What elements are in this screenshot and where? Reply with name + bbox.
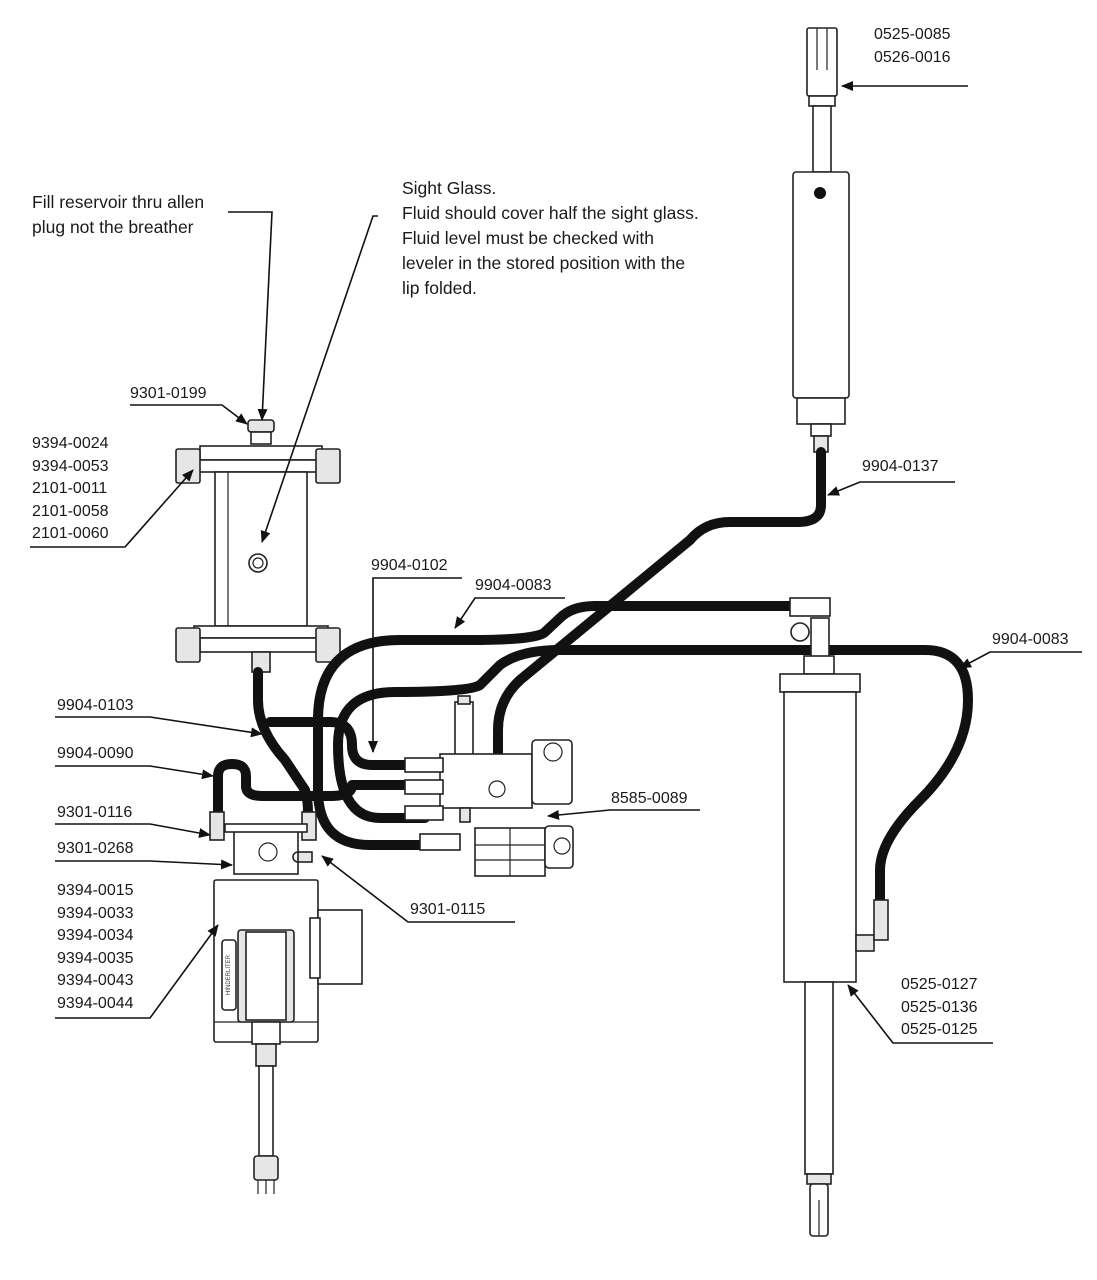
label-hose-a: 9904-0083 bbox=[475, 575, 552, 598]
part-number: 9394-0015 bbox=[57, 882, 134, 899]
label-breather: 9301-0199 bbox=[130, 383, 207, 406]
sight-glass-line: lip folded. bbox=[402, 278, 477, 298]
part-number: 0526-0016 bbox=[874, 48, 951, 66]
part-number: 9394-0053 bbox=[32, 457, 109, 475]
part-number: 9394-0044 bbox=[57, 994, 134, 1012]
reservoir bbox=[175, 419, 341, 673]
part-number: 2101-0011 bbox=[32, 480, 108, 497]
label-bottom-cylinder: 0525-0127 0525-0136 0525-0125 bbox=[901, 974, 978, 1042]
part-number: 8585-0089 bbox=[611, 790, 688, 807]
sight-glass-line: Sight Glass. bbox=[402, 178, 497, 198]
part-number: 2101-0058 bbox=[32, 502, 109, 520]
part-number: 2101-0060 bbox=[32, 525, 109, 542]
part-number: 0525-0127 bbox=[901, 976, 978, 993]
part-number: 9394-0043 bbox=[57, 972, 134, 989]
part-number: 9904-0137 bbox=[862, 458, 939, 475]
bottom-cylinder bbox=[779, 597, 889, 1237]
part-number: 9904-0102 bbox=[371, 557, 448, 574]
leader-lines bbox=[30, 81, 1082, 1044]
sight-glass-line: Fluid level must be checked with bbox=[402, 228, 654, 248]
label-pump-motor: 9394-0015 9394-0033 9394-0034 9394-0035 … bbox=[57, 880, 134, 1015]
pump-motor: HINDERLITER bbox=[209, 811, 363, 1194]
part-number: 0525-0125 bbox=[901, 1021, 978, 1038]
label-fitting-plate: 9301-0268 bbox=[57, 838, 134, 861]
label-hose-pump-lower: 9904-0090 bbox=[57, 743, 134, 766]
label-valve-block: 8585-0089 bbox=[611, 788, 688, 811]
label-fitting-left: 9301-0116 bbox=[57, 802, 132, 825]
part-number: 9904-0090 bbox=[57, 745, 134, 762]
fill-note-line: Fill reservoir thru allen bbox=[32, 192, 205, 212]
label-hose-valve-upper: 9904-0102 bbox=[371, 555, 448, 578]
fill-note: Fill reservoir thru allen plug not the b… bbox=[32, 190, 204, 240]
fill-note-line: plug not the breather bbox=[32, 217, 194, 237]
part-number: 0525-0136 bbox=[901, 998, 978, 1016]
part-number: 9301-0115 bbox=[410, 901, 486, 918]
label-hose-pump-upper: 9904-0103 bbox=[57, 695, 134, 718]
part-number: 9301-0116 bbox=[57, 804, 133, 821]
part-number: 9301-0199 bbox=[130, 385, 207, 402]
label-hose-b: 9904-0083 bbox=[992, 629, 1069, 652]
part-number: 9394-0034 bbox=[57, 927, 134, 944]
part-number: 0525-0085 bbox=[874, 26, 951, 43]
label-fitting-right: 9301-0115 bbox=[410, 899, 485, 922]
part-number: 9394-0035 bbox=[57, 949, 134, 967]
part-number: 9394-0024 bbox=[32, 435, 109, 452]
label-top-cylinder-clevis: 0525-0085 0526-0016 bbox=[874, 24, 951, 69]
part-number: 9904-0083 bbox=[475, 577, 552, 594]
part-number: 9904-0083 bbox=[992, 631, 1069, 648]
part-number: 9301-0268 bbox=[57, 840, 134, 857]
valve-block bbox=[404, 695, 574, 877]
sight-glass-note: Sight Glass. Fluid should cover half the… bbox=[402, 176, 699, 301]
hoses bbox=[213, 447, 973, 905]
motor-badge: HINDERLITER bbox=[226, 954, 232, 995]
part-number: 9394-0033 bbox=[57, 904, 134, 922]
sight-glass-line: leveler in the stored position with the bbox=[402, 253, 686, 273]
label-hose-top-cyl: 9904-0137 bbox=[862, 456, 939, 479]
label-reservoir-hardware: 9394-0024 9394-0053 2101-0011 2101-0058 … bbox=[32, 433, 109, 546]
part-number: 9904-0103 bbox=[57, 697, 134, 714]
sight-glass-line: Fluid should cover half the sight glass. bbox=[402, 203, 699, 223]
top-cylinder bbox=[792, 27, 850, 453]
